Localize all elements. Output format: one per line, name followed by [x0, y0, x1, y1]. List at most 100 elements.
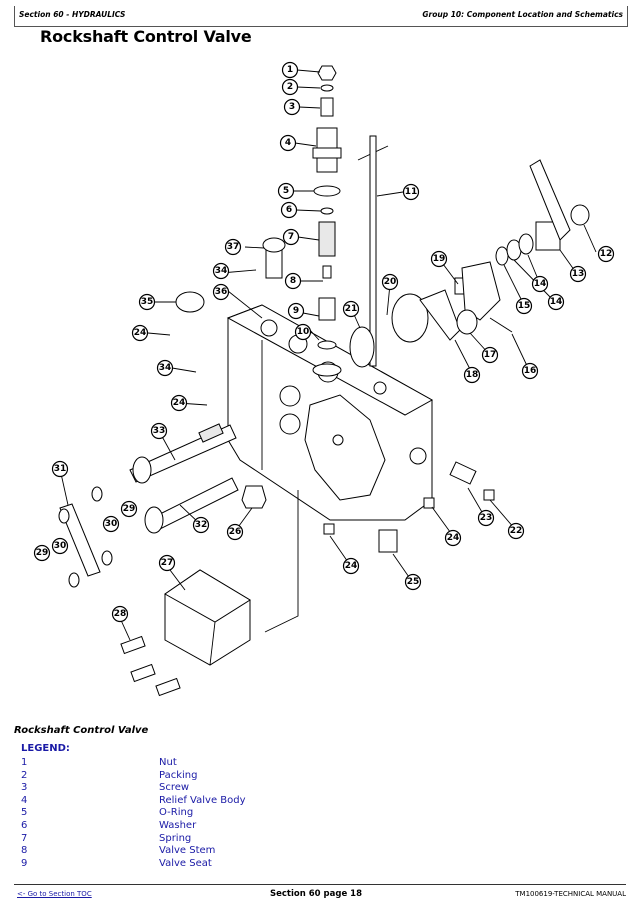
- legend-num: 1: [21, 757, 28, 768]
- legend-desc: O-Ring: [159, 807, 194, 819]
- legend-desc: Washer: [159, 819, 197, 831]
- valve-body: [226, 304, 434, 521]
- callout-15: 15: [515, 297, 533, 315]
- svg-text:35: 35: [141, 297, 154, 307]
- legend-num: 3: [21, 782, 28, 794]
- manual-id: TM100619-TECHNICAL MANUAL: [515, 890, 626, 898]
- callout-31: 31: [51, 460, 69, 478]
- callout-11: 11: [402, 183, 420, 201]
- section-label: Section 60 - HYDRAULICS: [19, 10, 126, 19]
- callout-7: 7: [282, 228, 300, 246]
- svg-text:24: 24: [345, 561, 358, 571]
- legend-item: 7 Spring: [21, 833, 321, 846]
- svg-text:14: 14: [534, 279, 547, 289]
- legend-item: 3 Screw: [21, 782, 321, 795]
- callout-33: 33: [150, 422, 168, 440]
- svg-text:22: 22: [510, 526, 523, 536]
- plug-22: [483, 489, 495, 501]
- callout-34: 34: [212, 262, 230, 280]
- svg-text:32: 32: [195, 520, 208, 530]
- callout-10: 10: [294, 323, 312, 341]
- legend-num: 2: [21, 769, 28, 781]
- callout-29: 29: [120, 500, 138, 518]
- figure-caption: Rockshaft Control Valve: [14, 725, 149, 736]
- plug-37: [262, 237, 286, 279]
- callout-27: 27: [158, 554, 176, 572]
- callout-1: 1: [281, 61, 299, 79]
- svg-text:16: 16: [524, 366, 537, 376]
- svg-text:20: 20: [384, 277, 397, 287]
- tool-rod: [357, 135, 389, 367]
- legend-heading: LEGEND:: [21, 743, 70, 754]
- legend-num: 9: [21, 857, 28, 869]
- plug-24: [323, 523, 335, 535]
- callout-5: 5: [277, 182, 295, 200]
- svg-text:11: 11: [405, 187, 418, 197]
- svg-text:30: 30: [54, 541, 67, 551]
- group-label: Group 10: Component Location and Schemat…: [422, 10, 623, 19]
- fitting-23: [449, 461, 477, 485]
- svg-text:13: 13: [572, 269, 585, 279]
- svg-text:30: 30: [105, 519, 118, 529]
- svg-text:28: 28: [114, 609, 127, 619]
- svg-text:26: 26: [229, 527, 242, 537]
- svg-text:4: 4: [285, 138, 291, 148]
- callout-16: 16: [521, 362, 539, 380]
- callout-6: 6: [280, 201, 298, 219]
- callout-17: 17: [481, 346, 499, 364]
- callouts: 1 2 3 4 5 6 7 8 9 10 11 12 13 14 14 15 1…: [33, 61, 615, 623]
- svg-text:29: 29: [123, 504, 136, 514]
- section-toc-link[interactable]: <- Go to Section TOC: [17, 890, 92, 898]
- svg-text:29: 29: [36, 548, 49, 558]
- svg-text:5: 5: [283, 186, 289, 196]
- legend-num: 7: [21, 832, 28, 844]
- leader-lines: [59, 69, 597, 641]
- callout-19: 19: [430, 250, 448, 268]
- callout-2: 2: [281, 78, 299, 96]
- svg-text:33: 33: [153, 426, 166, 436]
- callout-29: 29: [33, 544, 51, 562]
- svg-text:21: 21: [345, 304, 358, 314]
- callout-4: 4: [279, 134, 297, 152]
- callout-20: 20: [381, 273, 399, 291]
- legend-desc: Valve Stem: [159, 845, 216, 857]
- svg-text:15: 15: [518, 301, 531, 311]
- svg-text:23: 23: [480, 513, 493, 523]
- plug-35: [175, 291, 205, 313]
- shafts: [129, 423, 239, 534]
- callout-3: 3: [283, 98, 301, 116]
- svg-text:25: 25: [407, 577, 420, 587]
- legend-desc: Screw: [159, 782, 190, 794]
- svg-text:3: 3: [289, 102, 295, 112]
- svg-text:27: 27: [161, 558, 174, 568]
- legend-num: 6: [21, 819, 28, 831]
- relief-valve-stack: [312, 65, 342, 377]
- legend-num: 4: [21, 794, 28, 806]
- svg-text:31: 31: [54, 464, 67, 474]
- callout-34: 34: [156, 359, 174, 377]
- svg-text:34: 34: [215, 266, 228, 276]
- actuator-27: [120, 490, 299, 697]
- svg-text:8: 8: [290, 276, 296, 286]
- page-title: Rockshaft Control Valve: [40, 27, 252, 46]
- svg-text:34: 34: [159, 363, 172, 373]
- svg-text:19: 19: [433, 254, 446, 264]
- callout-24: 24: [342, 557, 360, 575]
- callout-24: 24: [170, 394, 188, 412]
- callout-22: 22: [507, 522, 525, 540]
- svg-text:37: 37: [227, 242, 240, 252]
- callout-25: 25: [404, 573, 422, 591]
- legend-desc: Spring: [159, 832, 192, 844]
- footer-divider: [14, 884, 626, 885]
- gasket-21: [349, 326, 375, 368]
- callout-28: 28: [111, 605, 129, 623]
- svg-text:14: 14: [550, 297, 563, 307]
- callout-8: 8: [284, 272, 302, 290]
- svg-text:1: 1: [287, 65, 293, 75]
- callout-30: 30: [102, 515, 120, 533]
